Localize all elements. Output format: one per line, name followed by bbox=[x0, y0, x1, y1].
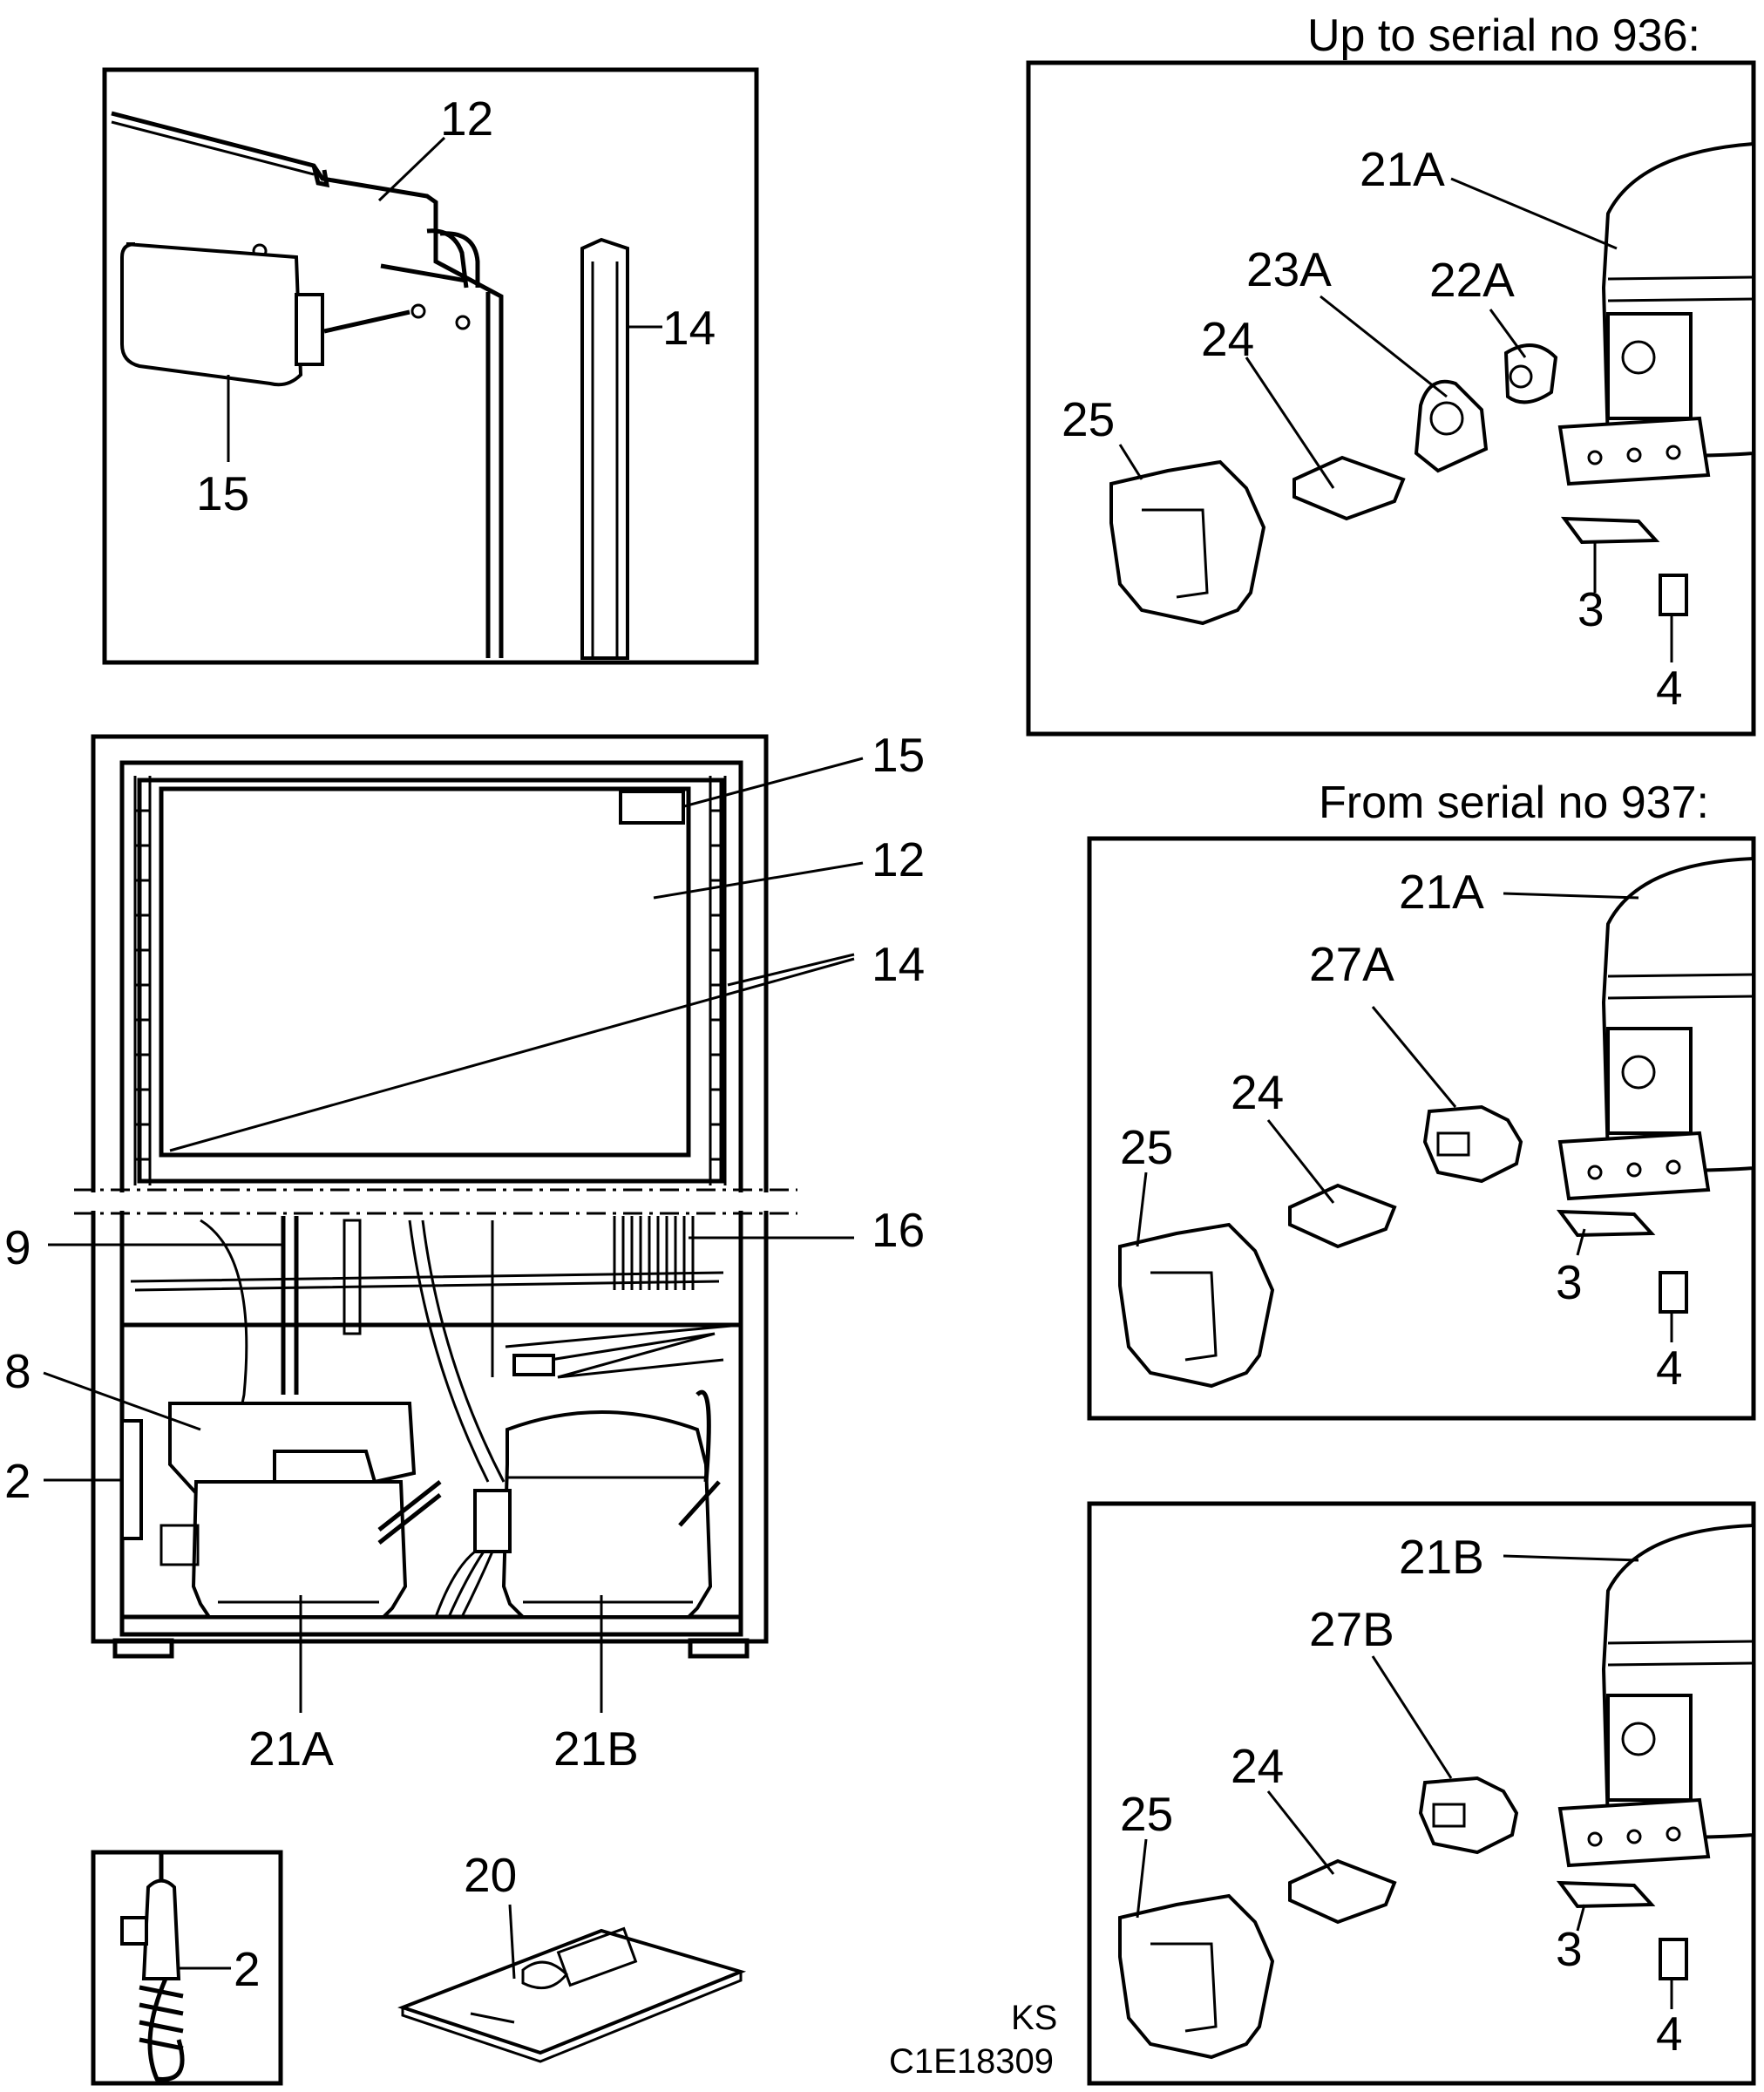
callout-21a-main: 21A bbox=[248, 1722, 334, 1776]
callout-3-from-a: 3 bbox=[1556, 1255, 1583, 1309]
footer-initials: KS bbox=[1011, 1999, 1057, 2037]
callout-22a-upto: 22A bbox=[1429, 253, 1515, 307]
footer-drawing-code: C1E18309 bbox=[889, 2042, 1054, 2081]
thermostat-sensor-detail bbox=[91, 1850, 283, 2086]
callout-25-from-a: 25 bbox=[1120, 1120, 1173, 1174]
callout-2-detail: 2 bbox=[234, 1942, 261, 1996]
callout-25-from-b: 25 bbox=[1120, 1787, 1173, 1841]
detail-box-top-left bbox=[102, 67, 759, 665]
callout-21a-from: 21A bbox=[1399, 865, 1484, 919]
callout-24-upto: 24 bbox=[1201, 312, 1254, 366]
callout-4-from-b: 4 bbox=[1656, 2007, 1683, 2061]
manual-booklet bbox=[397, 1904, 747, 2063]
callout-4-from-a: 4 bbox=[1656, 1341, 1683, 1395]
callout-4-upto: 4 bbox=[1656, 661, 1683, 715]
callout-21b-from: 21B bbox=[1399, 1530, 1484, 1584]
callout-24-from-b: 24 bbox=[1231, 1739, 1284, 1793]
callout-24-from-a: 24 bbox=[1231, 1065, 1284, 1119]
callout-27b-from: 27B bbox=[1309, 1602, 1394, 1656]
panel-from-937-b bbox=[1087, 1501, 1756, 2086]
callout-15-detail: 15 bbox=[196, 466, 249, 520]
callout-3-from-b: 3 bbox=[1556, 1922, 1583, 1976]
refrigerator-cabinet-view bbox=[43, 734, 864, 1713]
header-from-serial: From serial no 937: bbox=[1319, 778, 1709, 828]
callout-14-main: 14 bbox=[872, 937, 925, 991]
callout-21a-upto: 21A bbox=[1360, 142, 1445, 196]
callout-3-upto: 3 bbox=[1577, 582, 1605, 636]
callout-12-detail: 12 bbox=[440, 92, 493, 146]
header-upto-serial: Up to serial no 936: bbox=[1307, 10, 1700, 61]
callout-27a-from: 27A bbox=[1309, 937, 1394, 991]
panel-from-937-a bbox=[1087, 836, 1756, 1421]
callout-20: 20 bbox=[464, 1848, 517, 1902]
callout-9-main: 9 bbox=[4, 1220, 31, 1274]
callout-16-main: 16 bbox=[872, 1203, 925, 1257]
callout-25-upto: 25 bbox=[1062, 392, 1115, 446]
callout-21b-main: 21B bbox=[553, 1722, 639, 1776]
callout-15-main: 15 bbox=[872, 728, 925, 782]
panel-upto-936 bbox=[1026, 60, 1756, 737]
callout-23a-upto: 23A bbox=[1246, 242, 1332, 296]
callout-12-main: 12 bbox=[872, 832, 925, 886]
callout-14-detail: 14 bbox=[662, 301, 716, 355]
callout-2-main: 2 bbox=[4, 1454, 31, 1508]
callout-8-main: 8 bbox=[4, 1344, 31, 1398]
